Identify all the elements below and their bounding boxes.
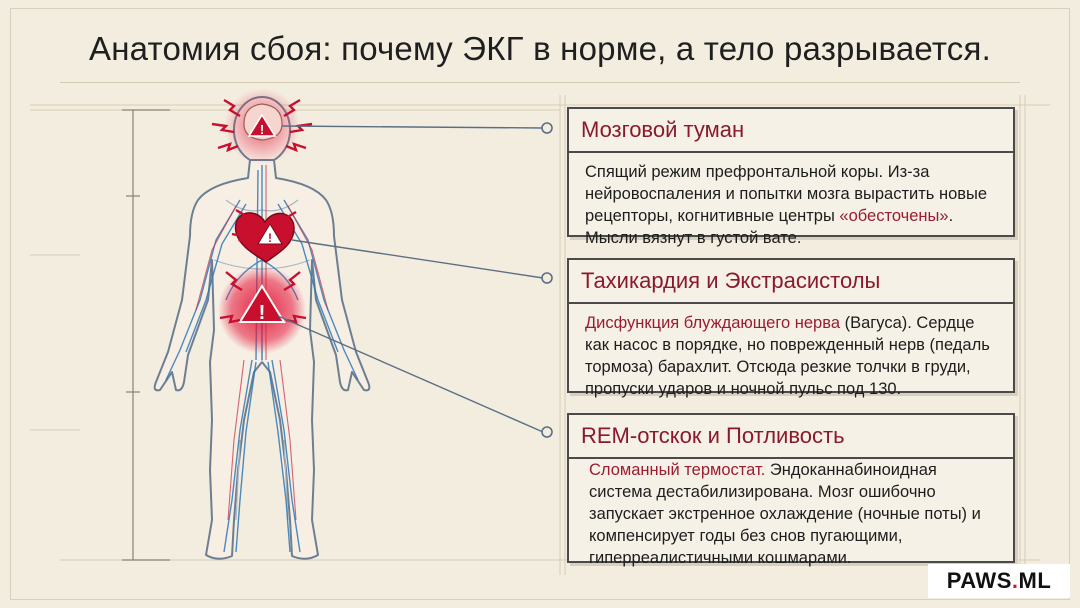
svg-text:!: !	[260, 122, 264, 137]
card-text-after: . Мысли вязнут в густой вате.	[585, 207, 954, 247]
lightning-icon	[211, 98, 313, 324]
card-heading: Мозговой туман	[581, 117, 745, 142]
svg-text:!: !	[259, 302, 266, 324]
leader-endpoints	[541, 122, 553, 438]
leader-lines	[277, 125, 544, 433]
card-divider	[569, 457, 1013, 459]
card-tachycardia: Тахикардия и Экстрасистолы Дисфункция бл…	[567, 258, 1015, 398]
card-text-plain: Спящий режим префронтальной коры. Из-за …	[585, 163, 988, 225]
brain-warning-icon: !	[247, 113, 277, 137]
card-divider	[569, 151, 1013, 153]
card-text-highlight: Сломанный термостат.	[589, 461, 766, 479]
logo-name: PAWS	[946, 568, 1012, 593]
card-text: Спящий режим префронтальной коры. Из-за …	[585, 161, 1001, 249]
page-frame	[10, 8, 1070, 600]
logo-suffix: ML	[1018, 568, 1052, 593]
brand-logo: PAWS.ML	[928, 564, 1070, 598]
gut-warning-icon: !	[238, 284, 286, 324]
card-text-after: Эндоканнабиноидная система дестабилизиро…	[589, 461, 981, 567]
page-title: Анатомия сбоя: почему ЭКГ в норме, а тел…	[89, 30, 991, 67]
card-heading: Тахикардия и Экстрасистолы	[581, 268, 881, 293]
logo-dot: .	[1011, 568, 1019, 593]
height-dimension-line	[122, 109, 170, 561]
card-text-highlight: Дисфункция блуждающего нерва	[585, 314, 840, 332]
card-text-after: (Вагуса). Сердце как насос в порядке, но…	[585, 314, 990, 398]
title-divider	[60, 82, 1020, 83]
card-text-highlight: «обесточены»	[839, 207, 949, 225]
card-rem-rebound: REM-отскок и Потливость Сломанный термос…	[567, 413, 1015, 567]
card-brain-fog: Мозговой туман Спящий режим префронтальн…	[567, 107, 1015, 247]
card-text: Дисфункция блуждающего нерва (Вагуса). С…	[585, 312, 1001, 400]
card-heading: REM-отскок и Потливость	[581, 423, 845, 448]
card-text: Сломанный термостат. Эндоканнабиноидная …	[589, 459, 997, 569]
svg-text:!: !	[268, 231, 272, 245]
heart-warning-icon: !	[257, 223, 283, 245]
card-divider	[569, 302, 1013, 304]
